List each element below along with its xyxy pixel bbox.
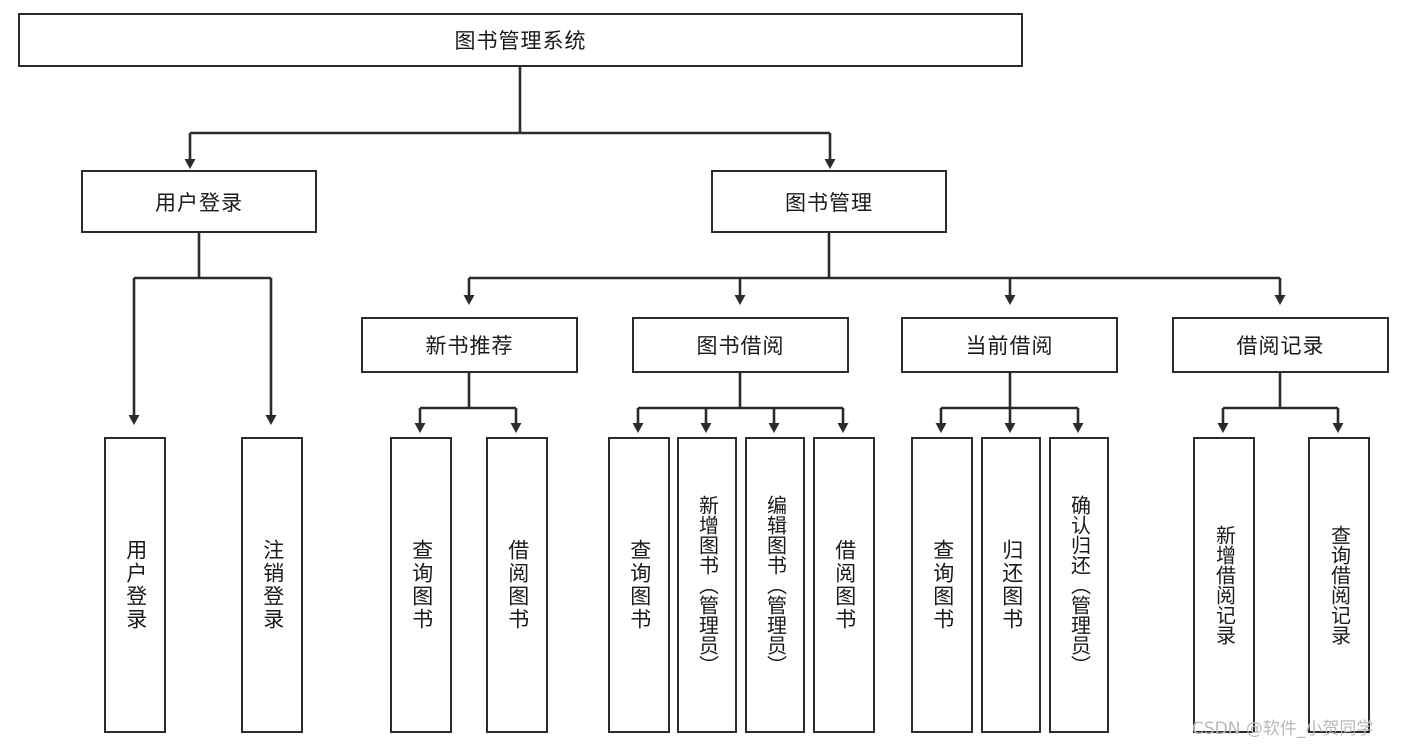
node-root-label: 图书管理系统 [454, 29, 587, 53]
leaf-current-borrow-return[interactable]: 归还图书 [981, 437, 1041, 733]
leaf-label: 确认归还（管理员） [1067, 495, 1092, 675]
leaf-current-borrow-confirm-return[interactable]: 确认归还（管理员） [1049, 437, 1109, 733]
node-user-login-label: 用户登录 [155, 190, 243, 215]
node-borrow-record-label: 借阅记录 [1236, 334, 1325, 358]
leaf-label: 查询图书 [627, 539, 652, 631]
leaf-label: 查询图书 [930, 539, 955, 631]
node-borrow-record[interactable]: 借阅记录 [1172, 317, 1389, 373]
node-new-book-recommend-label: 新书推荐 [425, 334, 514, 358]
node-current-borrow[interactable]: 当前借阅 [901, 317, 1118, 373]
leaf-label: 编辑图书（管理员） [763, 495, 788, 675]
node-user-login[interactable]: 用户登录 [81, 170, 317, 233]
leaf-current-borrow-query[interactable]: 查询图书 [911, 437, 973, 733]
leaf-new-book-borrow[interactable]: 借阅图书 [486, 437, 548, 733]
node-book-borrow-label: 图书借阅 [696, 334, 785, 358]
leaf-book-borrow-add[interactable]: 新增图书（管理员） [677, 437, 737, 733]
node-book-management-label: 图书管理 [785, 190, 873, 215]
watermark: CSDN @软件_小贺同学 [1192, 719, 1374, 739]
leaf-label: 新增图书（管理员） [695, 495, 720, 675]
node-book-borrow[interactable]: 图书借阅 [632, 317, 849, 373]
leaf-label: 借阅图书 [505, 539, 530, 631]
leaf-label: 注销登录 [260, 539, 285, 631]
leaf-label: 查询借阅记录 [1327, 525, 1352, 645]
leaf-label: 查询图书 [409, 539, 434, 631]
node-current-borrow-label: 当前借阅 [965, 334, 1054, 358]
leaf-label: 归还图书 [999, 539, 1024, 631]
node-root[interactable]: 图书管理系统 [18, 13, 1023, 67]
leaf-borrow-record-query[interactable]: 查询借阅记录 [1308, 437, 1370, 733]
leaf-label: 用户登录 [123, 539, 148, 631]
leaf-label: 新增借阅记录 [1212, 525, 1237, 645]
leaf-borrow-record-add[interactable]: 新增借阅记录 [1193, 437, 1255, 733]
leaf-label: 借阅图书 [832, 539, 857, 631]
leaf-new-book-query[interactable]: 查询图书 [390, 437, 452, 733]
leaf-user-login-logout[interactable]: 注销登录 [241, 437, 303, 733]
node-new-book-recommend[interactable]: 新书推荐 [361, 317, 578, 373]
leaf-book-borrow-borrow[interactable]: 借阅图书 [813, 437, 875, 733]
leaf-user-login-login[interactable]: 用户登录 [104, 437, 166, 733]
node-book-management[interactable]: 图书管理 [711, 170, 947, 233]
leaf-book-borrow-edit[interactable]: 编辑图书（管理员） [745, 437, 805, 733]
leaf-book-borrow-query[interactable]: 查询图书 [608, 437, 670, 733]
